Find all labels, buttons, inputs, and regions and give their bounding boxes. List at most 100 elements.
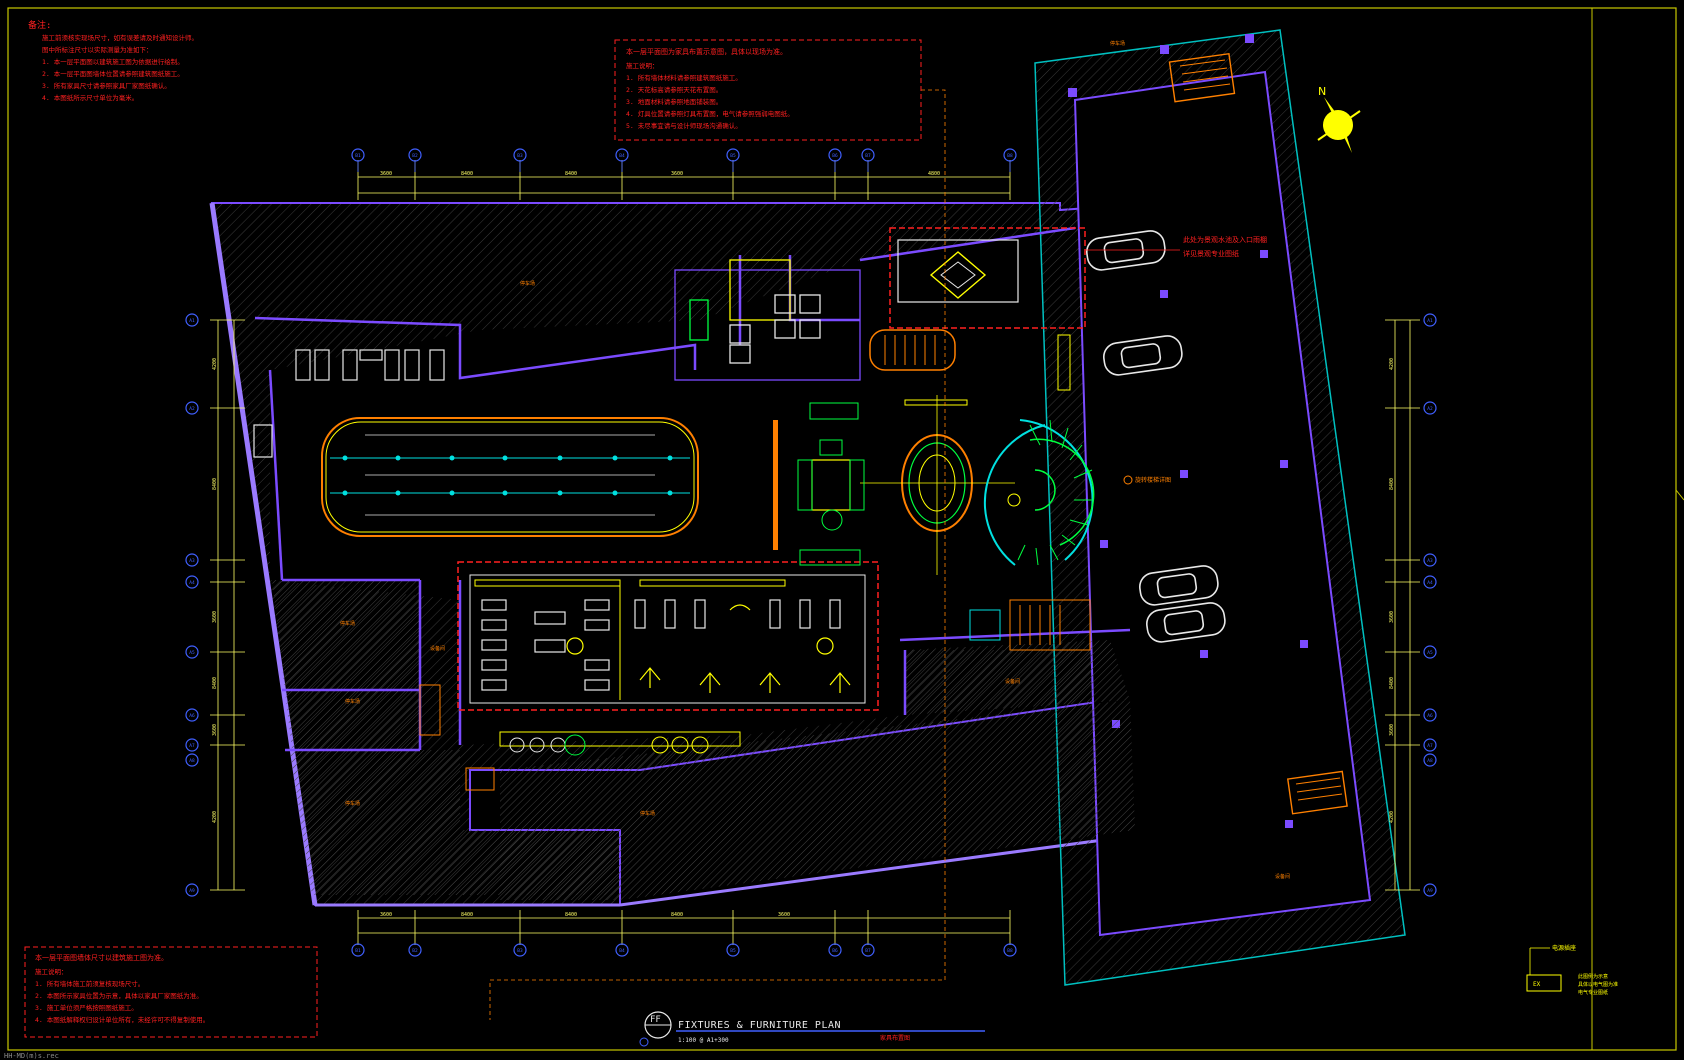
grid-bubble: B8 <box>1003 943 1017 957</box>
room-label: 停车场 <box>340 620 355 627</box>
swimming-pool[interactable] <box>321 417 699 537</box>
note-line: 3. 地面材料请参照地面铺装图。 <box>626 97 722 106</box>
grid-bubble: B3 <box>513 148 527 162</box>
gym-area-highlight[interactable] <box>457 561 879 711</box>
dimension-text: 4800 <box>928 171 940 177</box>
note-line: 2. 本图所示家具位置为示意，具体以家具厂家图纸为准。 <box>35 991 203 1000</box>
note-line: 施工前须核实现场尺寸，如有误差请及时通知设计师。 <box>42 33 198 42</box>
note-top-left-title: 备注: <box>28 19 51 31</box>
note-line: 5. 未尽事宜请与设计师现场沟通确认。 <box>626 121 742 130</box>
note-line: 4. 本图纸解释权归设计单位所有，未经许可不得复制使用。 <box>35 1015 209 1024</box>
parking-garage[interactable] <box>1034 29 1406 986</box>
grid-bubble: B7 <box>861 148 875 162</box>
grid-bubble: B2 <box>408 148 422 162</box>
grid-bubble: B4 <box>615 943 629 957</box>
drawing-frame <box>7 7 1684 1051</box>
dimension-text: 3600 <box>212 724 218 736</box>
grid-bubble: A4 <box>185 575 199 589</box>
grid-bubble: A1 <box>185 313 199 327</box>
grid-bubble: B4 <box>615 148 629 162</box>
grid-bubble-label: B5 <box>730 948 736 954</box>
dimension-text: 4200 <box>212 811 218 823</box>
parking-columns <box>1068 34 1308 828</box>
staircase-note: 旋转楼梯详图 <box>1123 475 1171 485</box>
title-text: FIXTURES & FURNITURE PLAN <box>678 1020 841 1031</box>
grid-bubble-label: A7 <box>189 743 195 749</box>
grid-bubble: B7 <box>861 943 875 957</box>
title-block: FF FIXTURES & FURNITURE PLAN 1:100 @ A1+… <box>639 1011 985 1047</box>
grid-bubble-label: A3 <box>1427 558 1433 564</box>
central-lobby[interactable] <box>773 395 1015 575</box>
room-label: 停车场 <box>640 810 655 817</box>
grid-bubble: B5 <box>726 148 740 162</box>
vip-room-highlight[interactable] <box>889 227 1086 329</box>
grid-bubble-label: B3 <box>517 948 523 954</box>
dimension-text: 4200 <box>1389 358 1395 370</box>
dimension-text: 4200 <box>1389 811 1395 823</box>
grid-bubble-label: B2 <box>412 153 418 159</box>
note-top-center-title: 本一层平面图为家具布置示意图，具体以现场为准。 <box>626 47 787 56</box>
dimension-text: 8400 <box>461 171 473 177</box>
legend-box-text: EX <box>1533 981 1541 988</box>
room-label: 设备间 <box>430 645 445 652</box>
dimension-text: 8400 <box>1389 677 1395 689</box>
note-line: 4. 本图纸所示尺寸单位为毫米。 <box>42 93 138 102</box>
grid-bubble-label: A7 <box>1427 743 1433 749</box>
dimension-lines-bottom <box>357 910 1011 945</box>
grid-bubble-label: B5 <box>730 153 736 159</box>
grid-bubble: B6 <box>828 148 842 162</box>
dimension-text: 8400 <box>461 912 473 918</box>
note-box-top-center: 本一层平面图为家具布置示意图，具体以现场为准。 施工说明：1. 所有墙体材料请参… <box>614 39 922 141</box>
note-top-left: 备注: 施工前须核实现场尺寸，如有误差请及时通知设计师。图中所标注尺寸以实际测量… <box>28 19 198 102</box>
legend-caption: 电源插座 <box>1552 944 1576 952</box>
title-cn: 家具布置图 <box>880 1034 910 1042</box>
grid-bubble: A7 <box>185 738 199 752</box>
room-label: 停车场 <box>345 800 360 807</box>
dimension-text: 3600 <box>778 912 790 918</box>
dimension-text: 8400 <box>565 171 577 177</box>
grid-bubble: A9 <box>1423 883 1437 897</box>
grid-bubble-label: A4 <box>1427 580 1433 586</box>
grid-bubble-label: B6 <box>832 948 838 954</box>
grid-bubble-label: A6 <box>189 713 195 719</box>
dimension-lines-left <box>210 319 245 891</box>
grid-bubble: B8 <box>1003 148 1017 162</box>
grid-bubble: B5 <box>726 943 740 957</box>
dimension-text: 3600 <box>1389 724 1395 736</box>
grid-bubble-label: B4 <box>619 948 625 954</box>
staircase-note-text: 旋转楼梯详图 <box>1135 476 1171 484</box>
svg-text:N: N <box>1318 85 1326 98</box>
grid-bubble: A3 <box>1423 553 1437 567</box>
title-code: FF <box>650 1015 661 1025</box>
spiral-staircase[interactable] <box>983 419 1095 566</box>
parking-stair-top <box>1168 52 1236 103</box>
grid-bubble-label: B2 <box>412 948 418 954</box>
callout-vip: 此处为景观水池及入口雨棚 详见景观专业图纸 <box>1085 235 1267 258</box>
grid-bubble: B1 <box>351 148 365 162</box>
grid-bubble-label: A2 <box>1427 406 1433 412</box>
dimension-lines-right <box>1385 319 1420 891</box>
restroom-block[interactable] <box>674 259 861 381</box>
grid-bubble: A6 <box>1423 708 1437 722</box>
note-line: 3. 所有家具尺寸请参照家具厂家图纸确认。 <box>42 81 171 90</box>
grid-bubble: A8 <box>1423 753 1437 767</box>
grid-bubble-label: B8 <box>1007 948 1013 954</box>
grid-bubble: A5 <box>185 645 199 659</box>
grid-bubble-label: A8 <box>189 758 195 764</box>
note-line: 图中所标注尺寸以实际测量为准如下： <box>42 45 153 54</box>
note-bottom-left-title: 本一层平面图墙体尺寸以建筑施工图为准。 <box>35 953 168 962</box>
room-label: 停车场 <box>345 698 360 705</box>
grid-bubble-label: B6 <box>832 153 838 159</box>
lower-hatch-zones <box>272 580 1135 900</box>
note-line: 2. 本一层平面图墙体位置请参照建筑图纸施工。 <box>42 69 184 78</box>
grid-bubble: A9 <box>185 883 199 897</box>
legend-box: 电源插座 EX 此图例为示意 具体以电气图为准 电气专业图纸 <box>1526 944 1618 996</box>
note-line: 1. 所有墙体施工前须复核现场尺寸。 <box>35 979 144 988</box>
grid-bubble-label: B3 <box>517 153 523 159</box>
grid-bubble: A7 <box>1423 738 1437 752</box>
room-label: 停车场 <box>1110 40 1125 47</box>
grid-bubble-label: A6 <box>1427 713 1433 719</box>
grid-bubble: A6 <box>185 708 199 722</box>
legend-note-1: 此图例为示意 <box>1578 973 1608 980</box>
